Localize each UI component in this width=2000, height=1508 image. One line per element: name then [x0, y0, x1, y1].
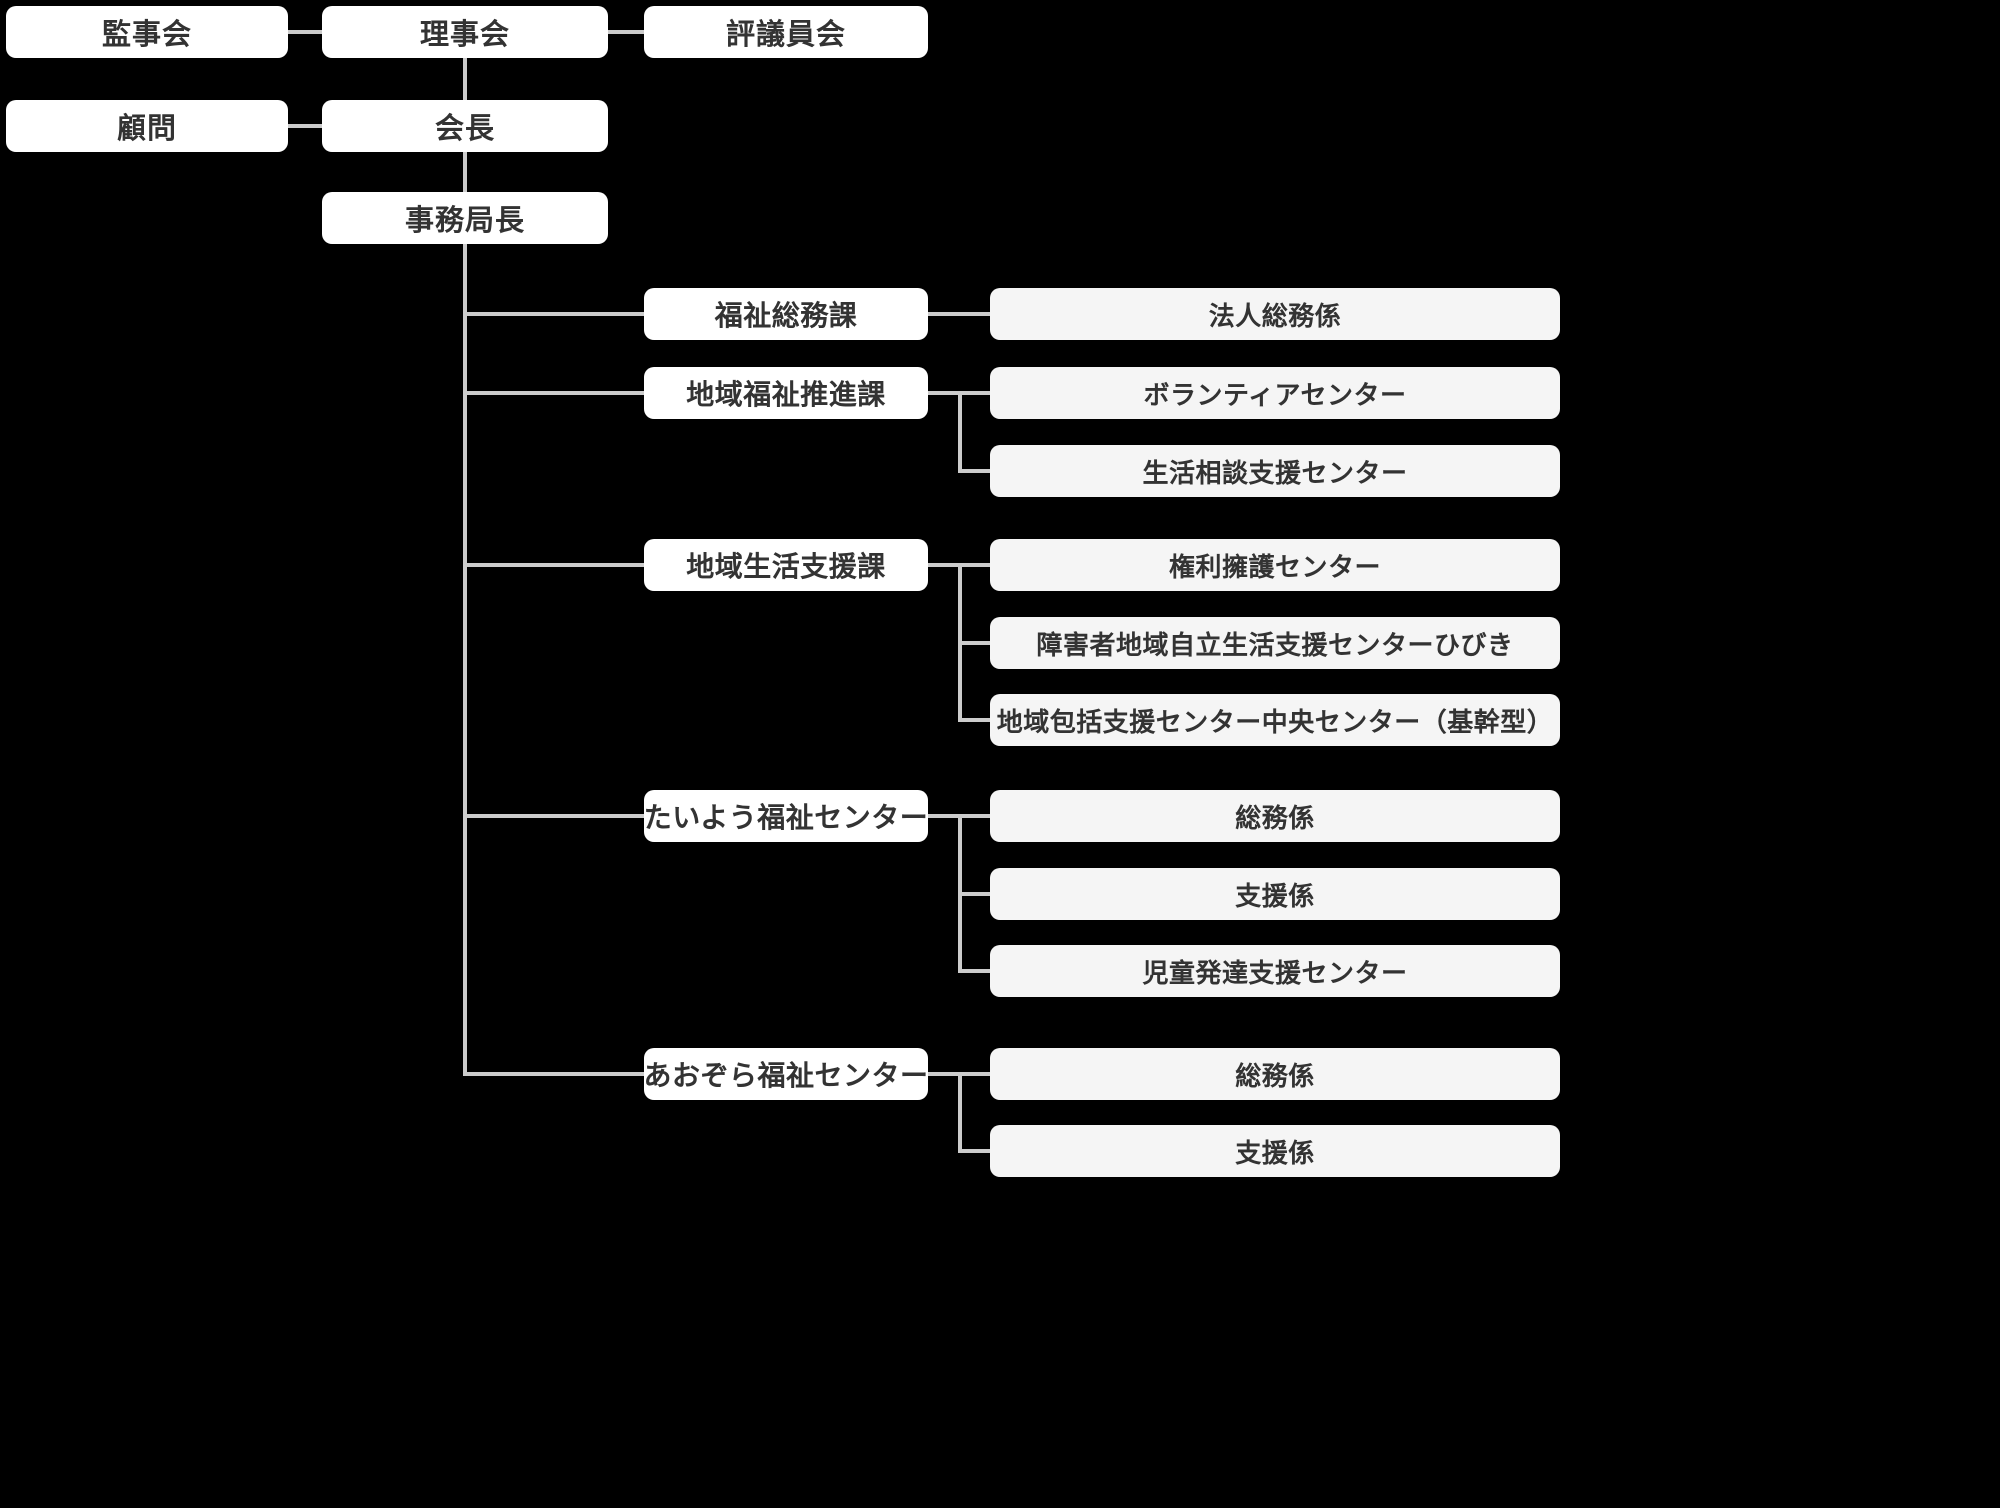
connector-line [958, 641, 990, 645]
connector-line [463, 563, 644, 567]
connector-line [958, 892, 990, 896]
connector-line [288, 124, 322, 128]
connector-line [463, 391, 644, 395]
node-rights-advocacy-center: 権利擁護センター [990, 539, 1560, 591]
node-corporate-general-affairs-section: 法人総務係 [990, 288, 1560, 340]
node-board-of-councilors: 評議員会 [644, 6, 928, 58]
connector-trunk-line [463, 244, 467, 1076]
connector-line [463, 814, 644, 818]
node-president: 会長 [322, 100, 608, 152]
node-taiyo-welfare-center: たいよう福祉センター [644, 790, 928, 842]
node-taiyo-general-affairs-section: 総務係 [990, 790, 1560, 842]
connector-line [288, 30, 322, 34]
node-aozora-welfare-center: あおぞら福祉センター [644, 1048, 928, 1100]
connector-line [608, 30, 644, 34]
node-board-of-auditors: 監事会 [6, 6, 288, 58]
node-community-life-support-division: 地域生活支援課 [644, 539, 928, 591]
node-aozora-general-affairs-section: 総務係 [990, 1048, 1560, 1100]
connector-line [958, 391, 962, 473]
node-taiyo-support-section: 支援係 [990, 868, 1560, 920]
node-community-welfare-promotion-division: 地域福祉推進課 [644, 367, 928, 419]
node-volunteer-center: ボランティアセンター [990, 367, 1560, 419]
node-advisor: 顧問 [6, 100, 288, 152]
node-aozora-support-section: 支援係 [990, 1125, 1560, 1177]
node-welfare-general-affairs-division: 福祉総務課 [644, 288, 928, 340]
connector-line [463, 312, 644, 316]
connector-line [958, 469, 990, 473]
node-life-consultation-support-center: 生活相談支援センター [990, 445, 1560, 497]
node-child-development-support-center: 児童発達支援センター [990, 945, 1560, 997]
connector-line [463, 152, 467, 192]
connector-line [958, 718, 990, 722]
connector-line [958, 1149, 990, 1153]
node-secretary-general: 事務局長 [322, 192, 608, 244]
node-board-of-directors: 理事会 [322, 6, 608, 58]
node-hibiki-independent-living-support-center: 障害者地域自立生活支援センターひびき [990, 617, 1560, 669]
connector-line [928, 312, 990, 316]
connector-line [958, 1072, 962, 1153]
node-community-comprehensive-support-center: 地域包括支援センター中央センター（基幹型） [990, 694, 1560, 746]
connector-line [463, 1072, 644, 1076]
connector-line [958, 969, 990, 973]
connector-line [463, 58, 467, 100]
